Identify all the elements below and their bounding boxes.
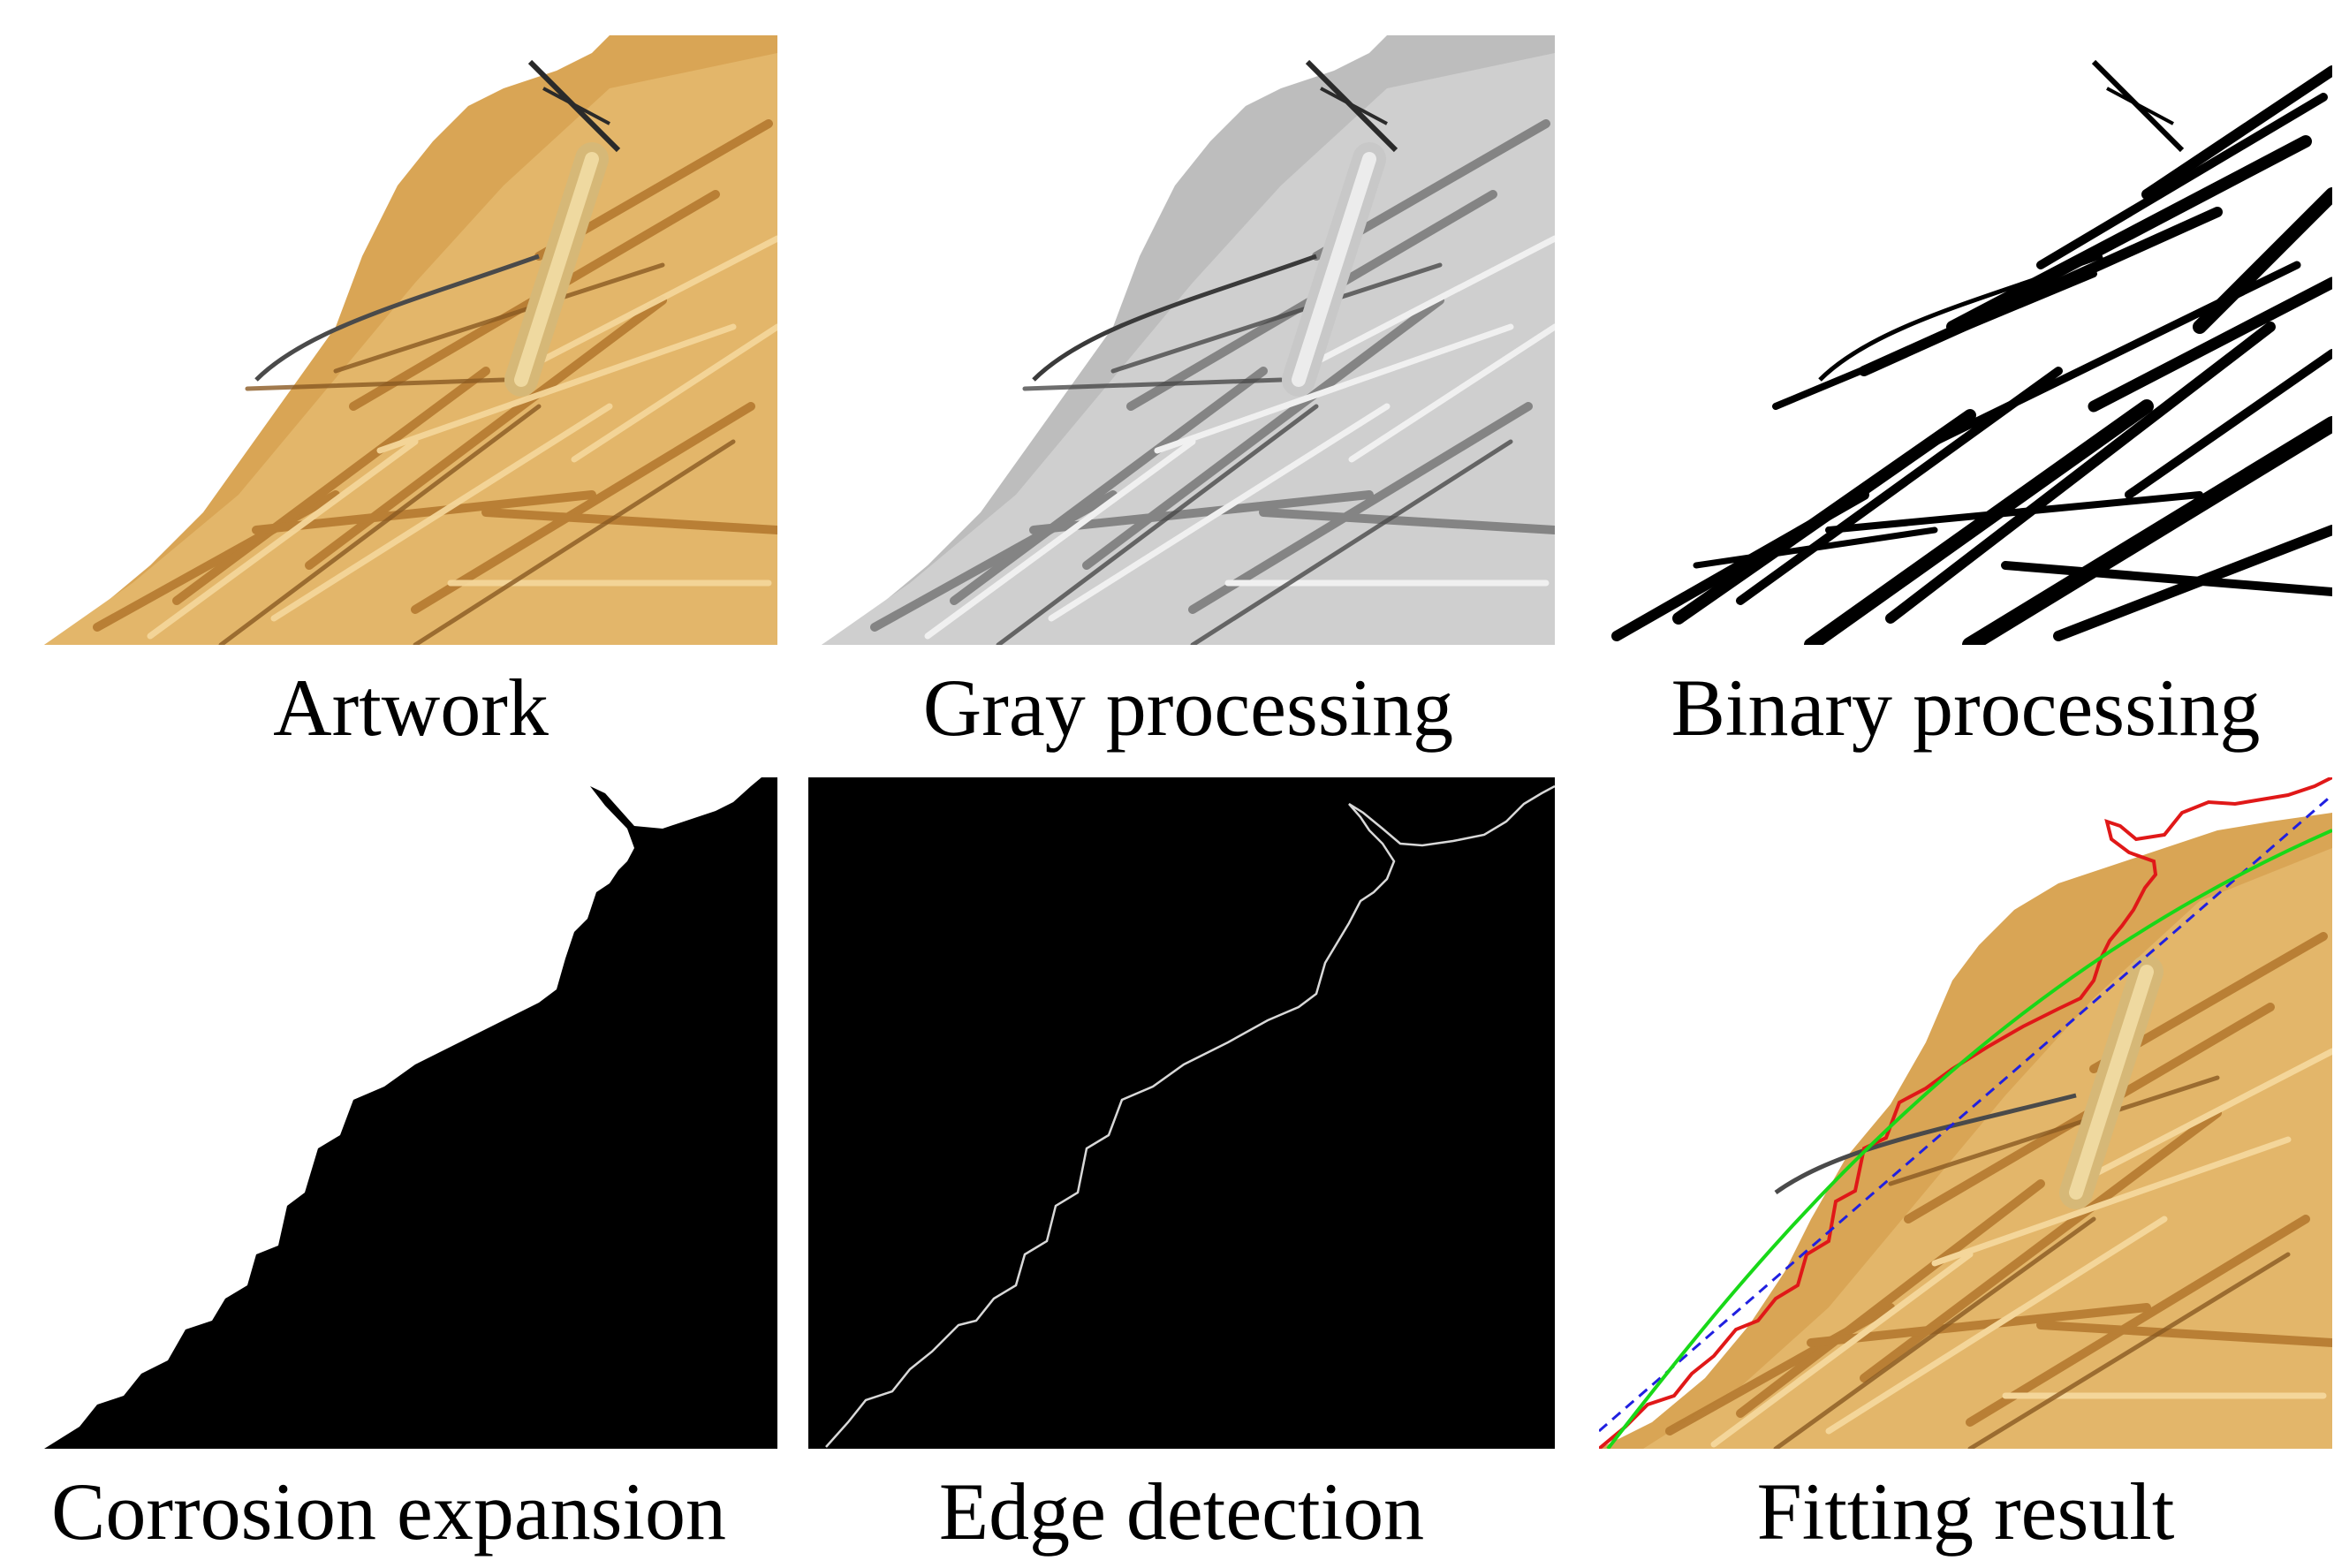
caption-artwork: Artwork bbox=[273, 663, 549, 753]
caption-binary-processing: Binary processing bbox=[1671, 663, 2261, 753]
binary-processing-image bbox=[1599, 35, 2332, 645]
caption-gray-processing: Gray processing bbox=[922, 663, 1454, 753]
caption-corrosion-expansion: Corrosion expansion bbox=[50, 1466, 727, 1557]
caption-fitting-result: Fitting result bbox=[1756, 1466, 2175, 1557]
caption-edge-detection: Edge detection bbox=[938, 1466, 1425, 1557]
fitting-result-image bbox=[1599, 777, 2332, 1449]
artwork-image bbox=[44, 35, 777, 645]
corrosion-expansion-image bbox=[44, 777, 777, 1449]
gray-processing-image bbox=[822, 35, 1555, 645]
edge-detection-image bbox=[808, 777, 1555, 1449]
